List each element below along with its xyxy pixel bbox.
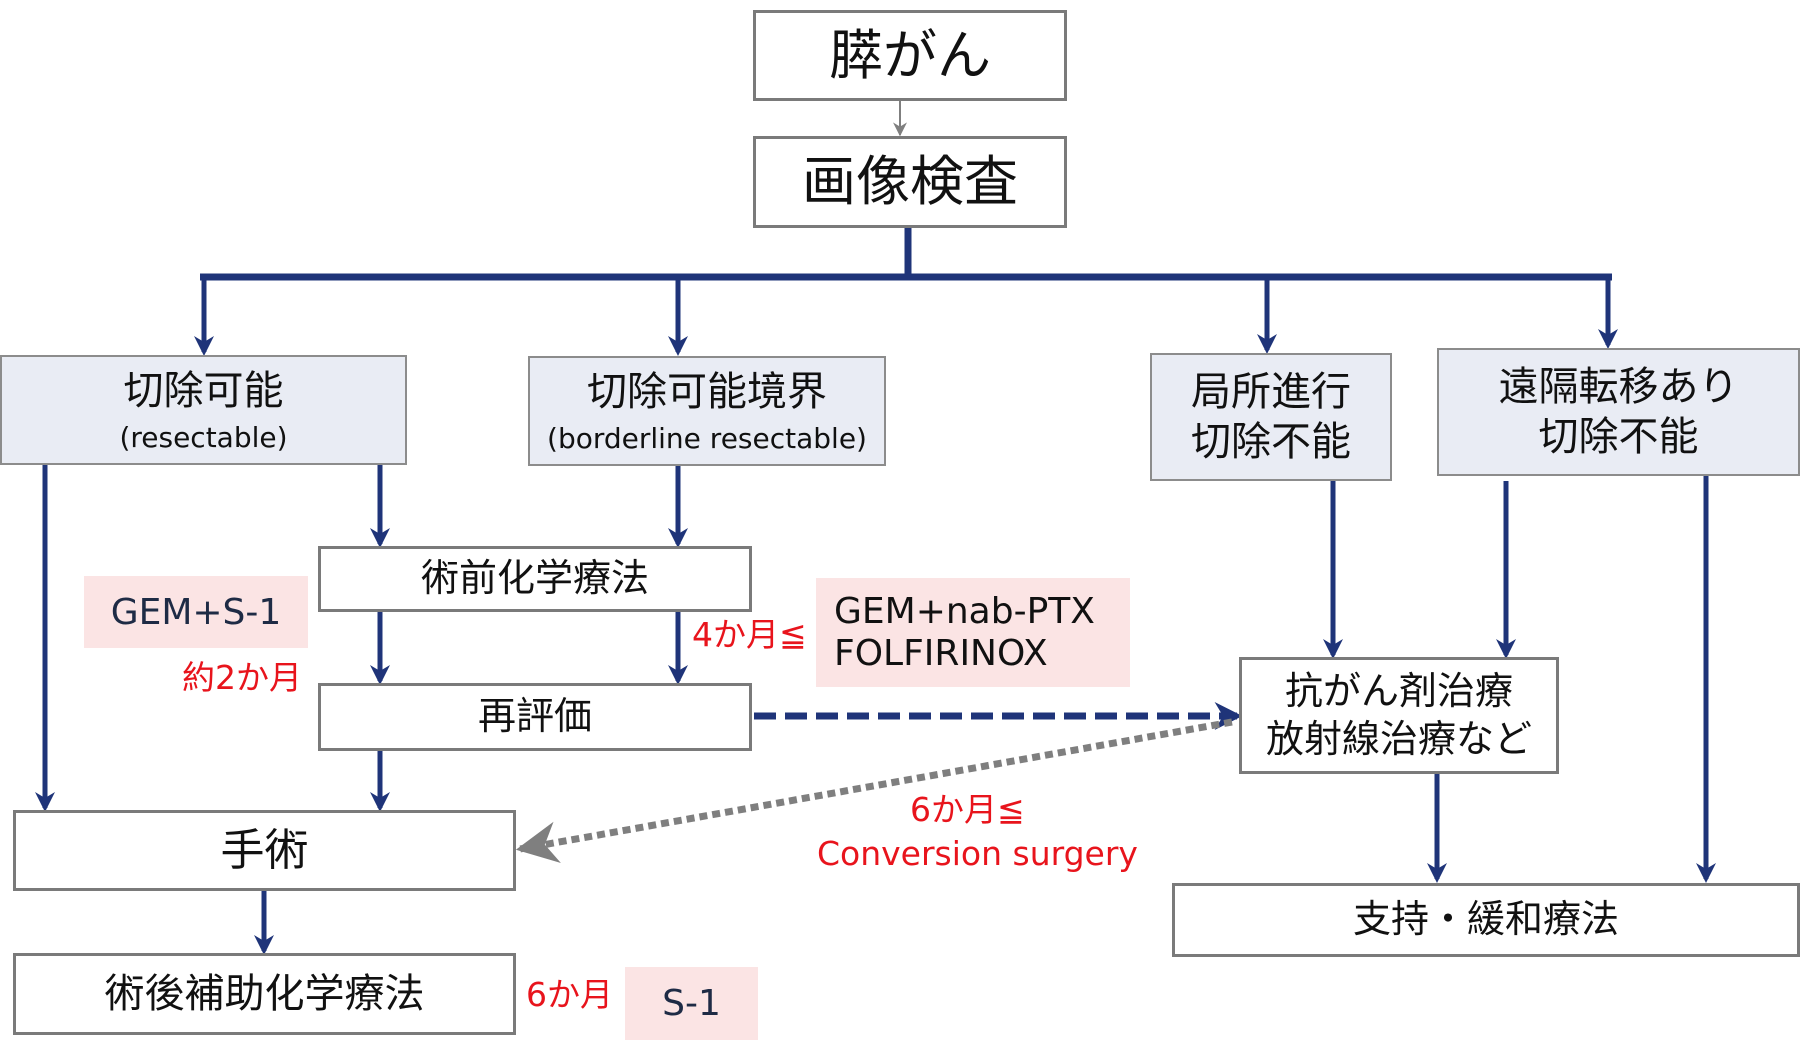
neoadjuvant-chemo-box: 術前化学療法 <box>318 546 752 612</box>
imaging-exam-box: 画像検査 <box>753 136 1067 228</box>
palliative-care-box: 支持・緩和療法 <box>1172 883 1800 957</box>
category-subtitle: (resectable) <box>119 420 288 454</box>
dotted-arrow-conversion-surgery <box>515 718 1233 864</box>
category-title: 切除可能境界 <box>587 368 827 415</box>
category-subtitle: (borderline resectable) <box>547 421 867 455</box>
regimen-s1: S-1 <box>625 967 758 1040</box>
regimen-gem-s1: GEM+S-1 <box>84 576 308 648</box>
category-title-line: 局所進行 <box>1191 369 1351 415</box>
adjuvant-chemo-label: 術後補助化学療法 <box>104 971 425 1017</box>
regimen-label: GEM+nab-PTX <box>834 591 1095 633</box>
conversion-surgery-label: Conversion surgery <box>817 834 1138 873</box>
imaging-exam-label: 画像検査 <box>802 150 1018 214</box>
category-metastatic: 遠隔転移あり 切除不能 <box>1437 348 1800 476</box>
neoadjuvant-chemo-label: 術前化学療法 <box>420 556 649 601</box>
category-locally-advanced: 局所進行 切除不能 <box>1150 353 1392 481</box>
category-title-line: 遠隔転移あり <box>1498 364 1739 410</box>
category-title-line: 切除不能 <box>1538 414 1699 460</box>
regimen-label: FOLFIRINOX <box>834 632 1048 674</box>
pancreatic-cancer-box: 膵がん <box>753 10 1067 101</box>
pancreatic-cancer-label: 膵がん <box>829 23 991 87</box>
chemo-radiation-box: 抗がん剤治療 放射線治療など <box>1239 657 1559 774</box>
category-borderline: 切除可能境界 (borderline resectable) <box>528 356 886 466</box>
chemo-radiation-line: 抗がん剤治療 <box>1284 669 1513 713</box>
category-title-line: 切除不能 <box>1191 419 1351 465</box>
surgery-label: 手術 <box>220 825 309 876</box>
regimen-label: S-1 <box>662 983 721 1024</box>
duration-resectable: 約2か月 <box>182 658 302 697</box>
surgery-box: 手術 <box>13 810 516 891</box>
duration-borderline: 4か月≦ <box>692 615 807 654</box>
category-resectable: 切除可能 (resectable) <box>0 355 407 465</box>
duration-adjuvant: 6か月 <box>526 975 613 1014</box>
reevaluation-box: 再評価 <box>318 683 752 751</box>
chemo-radiation-line: 放射線治療など <box>1265 716 1532 761</box>
reevaluation-label: 再評価 <box>477 694 592 739</box>
regimen-label: GEM+S-1 <box>110 591 282 633</box>
duration-conversion: 6か月≦ <box>910 790 1025 829</box>
category-title: 切除可能 <box>123 367 284 414</box>
palliative-care-label: 支持・緩和療法 <box>1352 897 1619 942</box>
adjuvant-chemo-box: 術後補助化学療法 <box>13 953 516 1035</box>
regimen-borderline: GEM+nab-PTX FOLFIRINOX <box>816 578 1130 687</box>
